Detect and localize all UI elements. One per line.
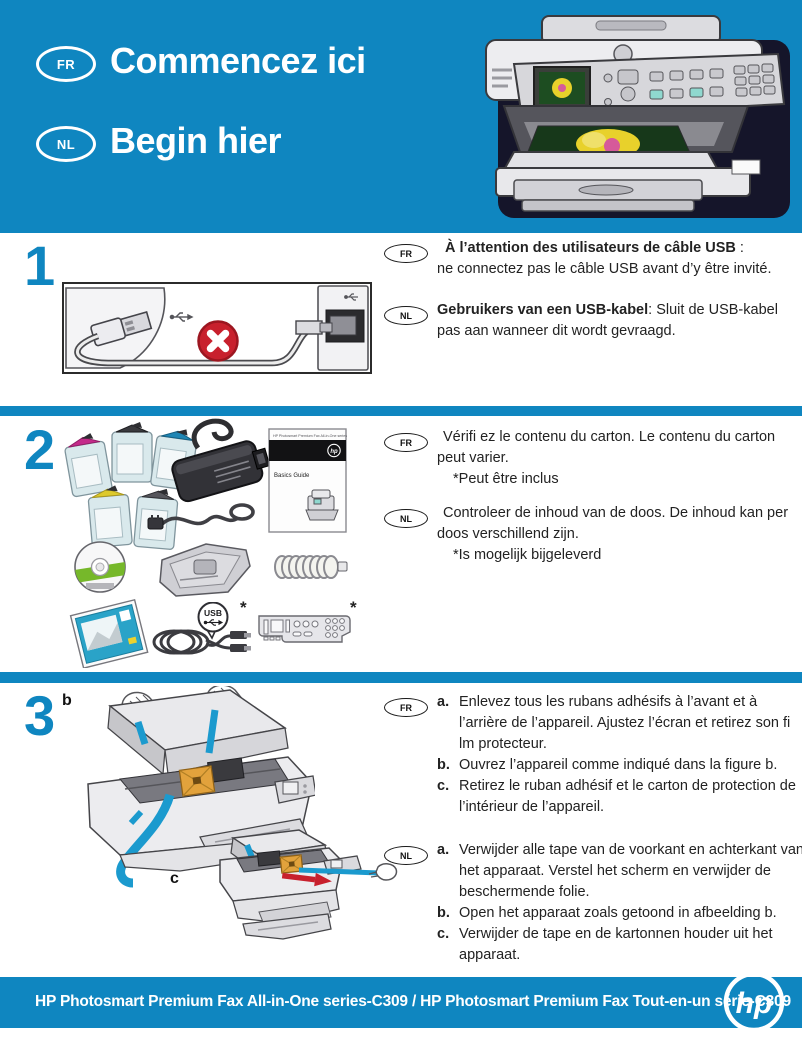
step3-nl-item-a-text: Verwijder alle tape van de voorkant en a… (459, 842, 802, 900)
step1-number: 1 (24, 234, 56, 297)
step2-nl-note: *Is mogelijk bijgeleverd (453, 547, 602, 563)
step3-fr-item-b-label: b. (437, 757, 450, 773)
step1-fr-lead-suffix: : (735, 240, 744, 256)
step3-fr-item-c: c. Retirez le ruban adhésif et le carton… (437, 776, 802, 818)
step2-fr-note: *Peut être inclus (453, 471, 559, 487)
step3-nl-item-b: b. Open het apparaat zoals getoond in af… (437, 903, 802, 924)
step2-fr-text: Vérifi ez le contenu du carton. Le conte… (437, 427, 799, 490)
step3-fr-item-c-text: Retirez le ruban adhésif et le carton de… (459, 778, 796, 815)
step3-fr-item-b: b. Ouvrez l’appareil comme indiqué dans … (437, 755, 802, 776)
step3-fr-item-a: a. Enlevez tous les rubans adhésifs à l’… (437, 692, 802, 755)
printer-open-b-illustration (87, 686, 315, 888)
step3-nl-item-c-text: Verwijder de tape en de kartonnen houder… (459, 926, 773, 963)
faceplate-illustration (258, 615, 351, 643)
usb-balloon-label: USB (204, 608, 222, 618)
step3-nl-item-b-text: Open het apparaat zoals getoond in afbee… (459, 905, 777, 921)
step1-fr-body: ne connectez pas le câble USB avant d’y … (437, 261, 772, 277)
header-band: FR Commencez ici NL Begin hier (0, 0, 802, 233)
page-title-fr: Commencez ici (110, 40, 366, 81)
step1-nl-text: Gebruikers van een USB-kabel: Sluit de U… (437, 300, 799, 342)
step3-nl-item-b-label: b. (437, 905, 450, 921)
power-cord-illustration (147, 503, 255, 530)
figure-c-label: c (170, 870, 179, 887)
power-adapter-illustration (171, 418, 271, 503)
guide-cover-title: HP Photosmart Premium Fax All-in-One ser… (273, 434, 348, 438)
footer-band: HP Photosmart Premium Fax All-in-One ser… (0, 971, 802, 1033)
usb-warning-frame (62, 282, 372, 374)
step2-fr-badge-label: FR (400, 437, 412, 448)
hp-logo: hp (723, 971, 785, 1033)
step2-nl-badge: NL (384, 509, 428, 528)
step3-fr-item-a-label: a. (437, 694, 450, 710)
step2-nl-badge-label: NL (400, 513, 412, 524)
step3-fr-item-b-text: Ouvrez l’appareil comme indiqué dans la … (459, 757, 778, 773)
page-title-nl: Begin hier (110, 120, 282, 161)
step1-nl-badge: NL (384, 306, 428, 325)
usb-warning-illustration (65, 285, 369, 371)
nl-language-badge: NL (36, 126, 96, 162)
footer-product-line: HP Photosmart Premium Fax All-in-One ser… (35, 993, 791, 1010)
step1-nl-body: : Sluit de USB-kabel pas aan wanneer dit… (437, 302, 778, 339)
step2-fr-body: Vérifi ez le contenu du carton. Le conte… (437, 429, 776, 466)
divider-2 (0, 672, 802, 683)
divider-1 (0, 406, 802, 416)
cd-illustration (74, 541, 126, 593)
step2-nl-text: Controleer de inhoud van de doos. De inh… (437, 503, 799, 566)
printer-illustration (485, 15, 790, 218)
step3-nl-item-c: c. Verwijder de tape en de kartonnen hou… (437, 924, 802, 966)
guide-hp-logo: hp (330, 449, 338, 455)
step2-fr-badge: FR (384, 433, 428, 452)
guide-cover-text: Basics Guide (274, 473, 310, 479)
usb-optional-asterisk: * (240, 598, 247, 617)
usb-cable-illustration: USB (152, 602, 251, 655)
step3-nl-badge: NL (384, 846, 428, 865)
no-symbol-icon (206, 329, 230, 353)
step3-nl-item-c-label: c. (437, 926, 450, 942)
nl-badge-label: NL (56, 136, 76, 152)
step3-nl-badge-label: NL (400, 850, 412, 861)
step1-fr-badge-label: FR (400, 248, 412, 259)
step2-number: 2 (24, 418, 56, 481)
fr-badge-label: FR (56, 56, 76, 72)
step1-fr-lead: À l’attention des utilisateurs de câble … (445, 240, 736, 256)
fr-language-badge: FR (36, 46, 96, 82)
step3-nl-item-a-label: a. (437, 842, 450, 858)
step1-fr-badge: FR (384, 244, 428, 263)
phone-cord-illustration (274, 555, 348, 579)
usb-trident-icon (203, 619, 224, 626)
basics-guide-illustration: HP Photosmart Premium Fax All-in-One ser… (268, 428, 348, 533)
step3-nl-item-a: a. Verwijder alle tape van de voorkant e… (437, 840, 802, 903)
hp-logo-text: hp (736, 987, 773, 1020)
step1-fr-text: À l’attention des utilisateurs de câble … (437, 238, 799, 280)
step3-fr-text: a. Enlevez tous les rubans adhésifs à l’… (437, 692, 802, 818)
figure-b-label: b (62, 692, 72, 709)
photo-paper-illustration (69, 598, 149, 668)
step3-number: 3 (24, 684, 56, 747)
step3-fr-badge: FR (384, 698, 428, 717)
step3-fr-item-c-label: c. (437, 778, 450, 794)
step3-fr-item-a-text: Enlevez tous les rubans adhésifs à l’ava… (459, 694, 791, 752)
printer-open-c-illustration (219, 829, 398, 940)
step1-nl-lead: Gebruikers van een USB-kabel (437, 302, 649, 318)
paper-tray-illustration (159, 543, 251, 597)
faceplate-optional-asterisk: * (350, 598, 357, 617)
step2-nl-body: Controleer de inhoud van de doos. De inh… (437, 505, 789, 542)
step1-nl-badge-label: NL (400, 310, 412, 321)
step3-nl-text: a. Verwijder alle tape van de voorkant e… (437, 840, 802, 966)
step3-fr-badge-label: FR (400, 702, 412, 713)
